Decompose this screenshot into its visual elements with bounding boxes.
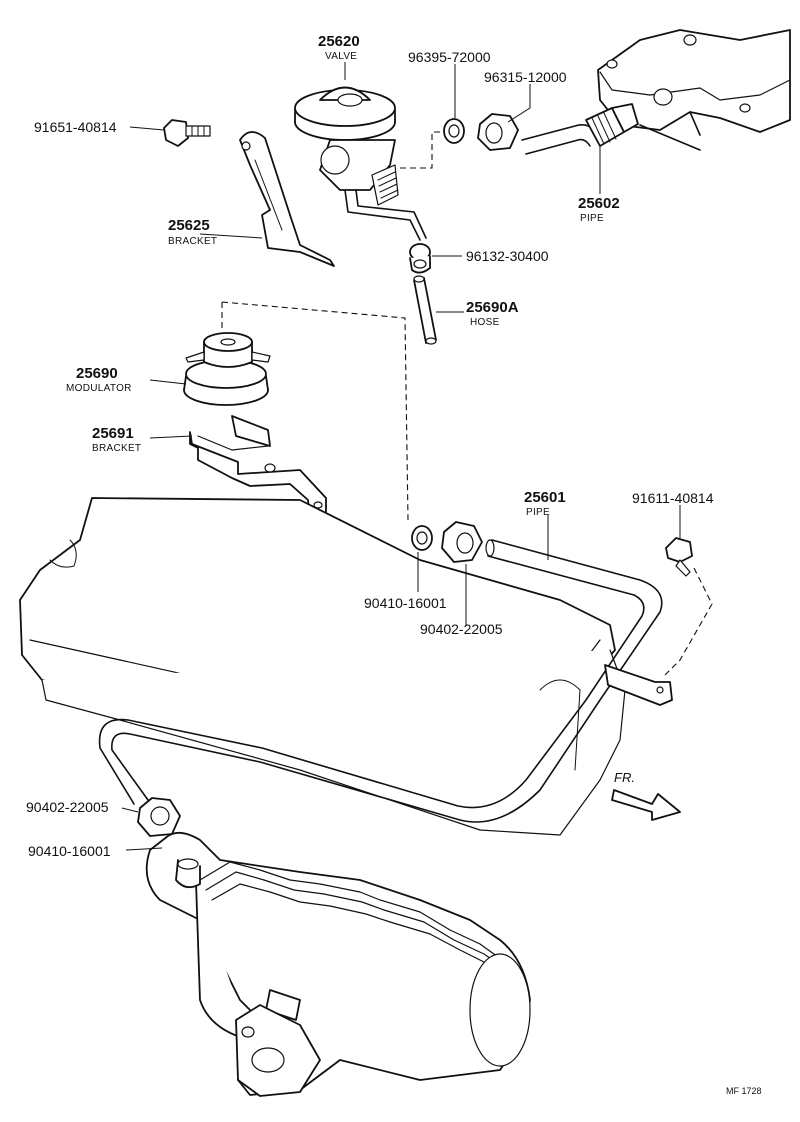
connector-modulator-hose xyxy=(221,301,409,521)
leader-lines xyxy=(121,62,681,851)
label-hose-num: 25690A xyxy=(466,299,519,316)
valve-25620 xyxy=(294,86,427,241)
front-arrow: FR. xyxy=(611,770,681,821)
bolt-91651 xyxy=(163,119,211,147)
label-pipe-top-num: 25602 xyxy=(578,195,620,212)
label-pipe-main-num: 25601 xyxy=(524,489,566,506)
clamp-96132 xyxy=(409,243,431,274)
label-pipe-main-cap: PIPE xyxy=(526,507,550,518)
label-gasket-90410-mid: 90410-16001 xyxy=(364,595,447,611)
label-valve-num: 25620 xyxy=(318,33,360,50)
label-nut-96315: 96315-12000 xyxy=(484,69,567,85)
label-bracket-mod-cap: BRACKET xyxy=(92,443,141,454)
label-bracket-top-num: 25625 xyxy=(168,217,210,234)
label-modulator-cap: MODULATOR xyxy=(66,383,132,394)
label-nut-90402-low: 90402-22005 xyxy=(26,799,109,815)
part-labels: 25620 VALVE 96395-72000 96315-12000 2560… xyxy=(26,33,762,1096)
label-valve-cap: VALVE xyxy=(325,51,357,62)
exhaust-housing xyxy=(19,497,626,836)
fr-label: FR. xyxy=(614,770,635,785)
label-bolt-91611: 91611-40814 xyxy=(632,490,714,506)
gasket-96395 xyxy=(443,118,465,144)
label-bolt-91651: 91651-40814 xyxy=(34,119,117,135)
label-nut-90402-mid: 90402-22005 xyxy=(420,621,503,637)
label-clamp-96132: 96132-30400 xyxy=(466,248,549,264)
label-modulator-num: 25690 xyxy=(76,365,118,382)
manifold-flange xyxy=(597,29,791,151)
bracket-25625 xyxy=(239,131,335,267)
label-hose-cap: HOSE xyxy=(470,317,500,328)
nut-90402-mid xyxy=(441,521,483,563)
bolt-91611 xyxy=(665,537,693,577)
nut-96315 xyxy=(477,113,519,151)
pipe-25601 xyxy=(98,539,663,823)
mounting-tab xyxy=(604,664,673,706)
label-ref-code: MF 1728 xyxy=(726,1086,762,1096)
connector-bolt-tab xyxy=(663,567,713,677)
pipe-25602 xyxy=(521,103,639,155)
label-gasket-90410-low: 90410-16001 xyxy=(28,843,111,859)
label-gasket-96395: 96395-72000 xyxy=(408,49,491,65)
nut-90402-low xyxy=(137,797,181,837)
modulator-25690 xyxy=(183,332,271,406)
hose-25690a xyxy=(413,275,437,345)
muffler xyxy=(145,831,531,1097)
label-bracket-top-cap: BRACKET xyxy=(168,236,217,247)
connector-valve-gasket xyxy=(400,131,444,169)
label-bracket-mod-num: 25691 xyxy=(92,425,134,442)
label-pipe-top-cap: PIPE xyxy=(580,213,604,224)
gasket-90410-mid xyxy=(411,525,433,551)
